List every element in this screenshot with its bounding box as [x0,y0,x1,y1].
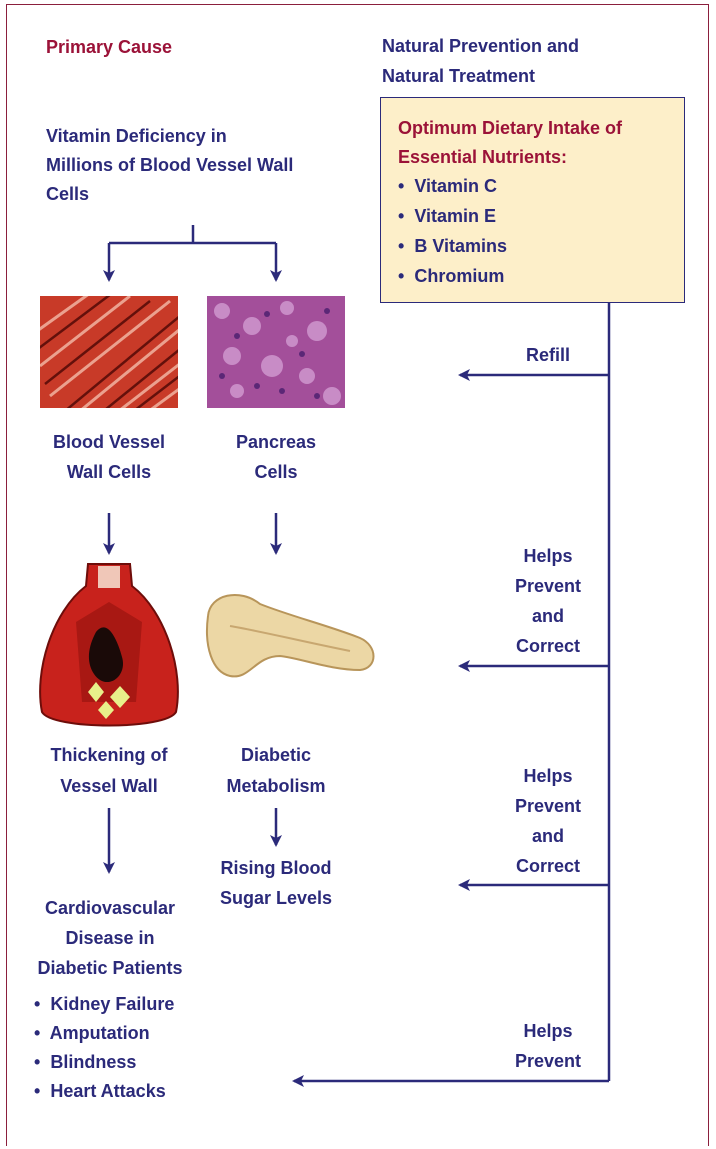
vitamin-deficiency-label: Vitamin Deficiency in Millions of Blood … [46,122,293,209]
complication-item: • Kidney Failure [34,990,174,1019]
thickened-artery-illustration [36,562,182,730]
label-line: Metabolism [196,771,356,802]
helps-prevent-label: Helps Prevent [490,1016,606,1076]
label-line: Blood Vessel [26,427,192,457]
natural-prevention-heading: Natural Prevention and Natural Treatment [382,31,579,91]
label-line: Rising Blood [196,853,356,883]
heading-line-1: Natural Prevention and [382,31,579,61]
label-line: Prevent [490,571,606,601]
helps-prevent-correct-label-2: Helps Prevent and Correct [490,761,606,881]
blood-vessel-cells-image [40,296,178,408]
pancreas-organ-illustration [200,586,378,684]
label-line: Helps [490,1016,606,1046]
thickening-label: Thickening of Vessel Wall [26,740,192,802]
blood-vessel-cells-label: Blood Vessel Wall Cells [26,427,192,487]
primary-cause-heading: Primary Cause [46,32,172,62]
label-line: Vessel Wall [26,771,192,802]
label-line: Helps [490,541,606,571]
label-line: Pancreas [196,427,356,457]
label-line: Diabetic Patients [24,953,196,983]
complication-item: • Blindness [34,1048,174,1077]
cause-line: Vitamin Deficiency in [46,122,293,151]
cardiovascular-disease-label: Cardiovascular Disease in Diabetic Patie… [24,893,196,983]
nutrient-box-title: Optimum Dietary Intake of Essential Nutr… [398,114,622,172]
label-line: Correct [490,851,606,881]
label-line: Prevent [490,791,606,821]
box-title-line: Essential Nutrients: [398,143,622,172]
nutrient-item: • Vitamin C [398,171,507,201]
label-line: and [490,821,606,851]
cause-line: Millions of Blood Vessel Wall [46,151,293,180]
complication-item: • Amputation [34,1019,174,1048]
label-line: Wall Cells [26,457,192,487]
heading-line-2: Natural Treatment [382,61,579,91]
label-line: Prevent [490,1046,606,1076]
complications-list: • Kidney Failure • Amputation • Blindnes… [34,990,174,1106]
cause-line: Cells [46,180,293,209]
pancreas-cells-image [207,296,345,408]
label-line: Disease in [24,923,196,953]
refill-label: Refill [490,340,606,370]
helps-prevent-correct-label-1: Helps Prevent and Correct [490,541,606,661]
complication-item: • Heart Attacks [34,1077,174,1106]
nutrient-list: • Vitamin C • Vitamin E • B Vitamins • C… [398,171,507,291]
nutrient-item: • Chromium [398,261,507,291]
label-line: and [490,601,606,631]
label-line: Cardiovascular [24,893,196,923]
label-line: Correct [490,631,606,661]
label-line: Sugar Levels [196,883,356,913]
diabetic-metabolism-label: Diabetic Metabolism [196,740,356,802]
label-line: Helps [490,761,606,791]
box-title-line: Optimum Dietary Intake of [398,114,622,143]
nutrient-item: • B Vitamins [398,231,507,261]
rising-blood-sugar-label: Rising Blood Sugar Levels [196,853,356,913]
label-line: Thickening of [26,740,192,771]
nutrient-item: • Vitamin E [398,201,507,231]
label-line: Refill [490,340,606,370]
label-line: Diabetic [196,740,356,771]
label-line: Cells [196,457,356,487]
pancreas-cells-label: Pancreas Cells [196,427,356,487]
nutrient-intake-box: Optimum Dietary Intake of Essential Nutr… [380,97,685,303]
